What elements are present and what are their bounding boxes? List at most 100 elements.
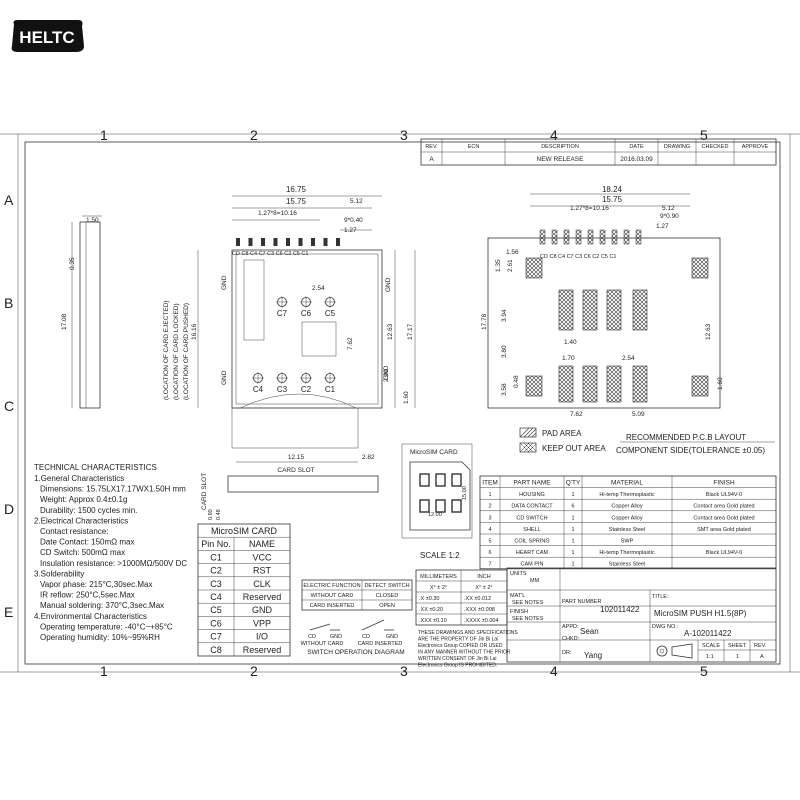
switch-cell-1-0: CARD INSERTED xyxy=(310,603,355,609)
tol-header-1: INCH xyxy=(477,574,490,580)
pcb-corner-pad-0 xyxy=(525,257,543,279)
loc-card-locked: (LOCATION OF CARD LOCKED) xyxy=(173,303,180,400)
grid-col-bottom-3: 3 xyxy=(400,663,408,679)
dim-0-90: 0.90 xyxy=(208,509,214,520)
pcb-top-pad xyxy=(611,229,618,245)
pcb-dim-1-70: 1.70 xyxy=(562,355,575,362)
dim-9x0-40: 9*0.40 xyxy=(344,217,363,224)
switch-without-card: WITHOUT CARD xyxy=(301,641,344,647)
grid-col-bottom-4: 4 xyxy=(550,663,558,679)
front-top-pins: CD C8 C4 C7 C3 C6 C2 C5 C1 xyxy=(232,251,308,257)
pin-table-pin-2: C3 xyxy=(210,579,222,589)
mat-cell-3-4: SMT area Gold plated xyxy=(697,527,751,533)
front-tab xyxy=(323,238,328,246)
dim-2-00: 2.00 xyxy=(383,369,390,382)
dim-15-75: 15.75 xyxy=(286,197,307,206)
pin-table-header-1: NAME xyxy=(249,539,275,549)
pcb-title: RECOMMENDED P.C.B LAYOUT xyxy=(626,433,746,442)
pcb-pad-bot-3 xyxy=(632,365,648,403)
tech-line-12: Manual soldering: 370°C,3sec.Max xyxy=(40,601,164,610)
pcb-dim-1-60: 1.60 xyxy=(717,377,724,390)
pin-table-pin-1: C2 xyxy=(210,566,222,576)
dim-1-27: 1.27 xyxy=(344,227,357,234)
pin-table-title: MicroSIM CARD xyxy=(211,526,278,536)
pcb-dim-18-24: 18.24 xyxy=(602,185,623,194)
pin-table-pin-4: C5 xyxy=(210,605,222,615)
mat-cell-6-2: 1 xyxy=(571,562,574,568)
rev-header-2: DESCRIPTION xyxy=(541,144,579,150)
card-slot-label: CARD SLOT xyxy=(277,467,314,474)
tb-dr: Yang xyxy=(584,651,602,660)
pin-table-name-0: VCC xyxy=(252,552,272,562)
grid-col-top-4: 4 xyxy=(550,127,558,143)
dim-5-12: 5.12 xyxy=(350,198,363,205)
tb-title-label: TITLE: xyxy=(652,594,669,600)
pcb-dim-2-54: 2.54 xyxy=(622,355,635,362)
sim-scale: SCALE 1:2 xyxy=(420,551,460,560)
mat-cell-3-1: SHELL xyxy=(523,527,540,533)
pin-table-header-0: Pin No. xyxy=(201,539,231,549)
sim-contact-4 xyxy=(435,499,446,513)
switch-table: ELECTRIC FUNCTION DETECT SWITCH WITHOUT CA… xyxy=(301,579,413,656)
mat-cell-1-2: 6 xyxy=(571,504,574,510)
rev-header-0: REV. xyxy=(425,144,438,150)
switch-card-inserted: CARD INSERTED xyxy=(358,641,403,647)
mat-header-0: ITEM xyxy=(482,480,498,487)
dim-pitch: 1.27*8=10.16 xyxy=(258,210,297,217)
pcb-top-pad xyxy=(551,229,558,245)
mat-cell-6-0: 7 xyxy=(488,562,491,568)
tb-sheet: 1 xyxy=(736,654,739,660)
tb-part-no-label: PART NUMBER xyxy=(562,599,601,605)
tol-inch-1: .XXX ±0.008 xyxy=(464,607,495,613)
tb-appd-label: APPD: xyxy=(562,624,579,630)
pcb-top-pad xyxy=(539,229,546,245)
side-view: 1.50 0.35 17.08 xyxy=(61,215,102,409)
pin-table-name-1: RST xyxy=(253,566,272,576)
tech-line-3: Durability: 1500 cycles min. xyxy=(40,506,137,515)
tech-line-7: CD Switch: 500mΩ max xyxy=(40,548,125,557)
switch-header-0: ELECTRIC FUNCTION xyxy=(303,583,360,589)
mat-cell-0-3: Hi-temp Thermoplastic xyxy=(599,492,654,498)
mat-header-2: Q'TY xyxy=(566,480,581,487)
tol-mm-0: .X ±0.30 xyxy=(419,596,439,602)
switch-cell-0-1: CLOSED xyxy=(376,593,399,599)
pcb-dim-7-62: 7.62 xyxy=(570,411,583,418)
tb-scale: 1:1 xyxy=(706,654,714,660)
switch-pin-label-3: GND xyxy=(386,634,398,640)
sim-contact-5 xyxy=(451,499,462,513)
pin-table-pin-7: C8 xyxy=(210,645,222,655)
mat-cell-2-0: 3 xyxy=(488,515,491,521)
front-tab xyxy=(336,238,340,246)
pcb-pad-top-0 xyxy=(558,289,574,331)
dim-1-60: 1.60 xyxy=(403,391,410,404)
tb-finish: FINISH xyxy=(510,609,528,615)
switch-header-1: DETECT SWITCH xyxy=(364,583,409,589)
pin-table-pin-0: C1 xyxy=(210,552,222,562)
switch-pin-label-1: GND xyxy=(330,634,342,640)
dim-2-82: 2.82 xyxy=(362,454,375,461)
mat-cell-2-2: 1 xyxy=(571,515,574,521)
tol-inch-2: .XXXX ±0.004 xyxy=(464,618,499,624)
front-pin-label-c6: C6 xyxy=(301,309,312,318)
pcb-dim-1-40: 1.40 xyxy=(564,339,577,346)
pin-table-pin-3: C4 xyxy=(210,592,222,602)
tol-subheader-1: X° ± 2° xyxy=(475,585,492,591)
tol-inch-0: .XX ±0.012 xyxy=(464,596,491,602)
mat-cell-0-0: 1 xyxy=(488,492,491,498)
tech-line-0: 1.General Characteristics xyxy=(34,474,124,483)
pin-table-name-5: VPP xyxy=(253,618,271,628)
pcb-dim-12-63: 12.63 xyxy=(705,323,712,340)
pcb-pad-bot-2 xyxy=(606,365,622,403)
front-view: 16.75 15.75 5.12 1.27*8=10.16 9*0.40 1.2… xyxy=(163,185,416,449)
switch-caption: SWITCH OPERATION DIAGRAM xyxy=(307,649,404,656)
pin-table-name-7: Reserved xyxy=(243,645,282,655)
tol-note-line-3: IN ANY MANNER WITHOUT THE PRIOR xyxy=(418,650,511,656)
tb-sheet-label: SHEET xyxy=(728,643,747,649)
mat-cell-5-0: 6 xyxy=(488,550,491,556)
pcb-dim-5-09: 5.09 xyxy=(632,411,645,418)
tech-line-4: 2.Electrical Characteristics xyxy=(34,516,128,525)
